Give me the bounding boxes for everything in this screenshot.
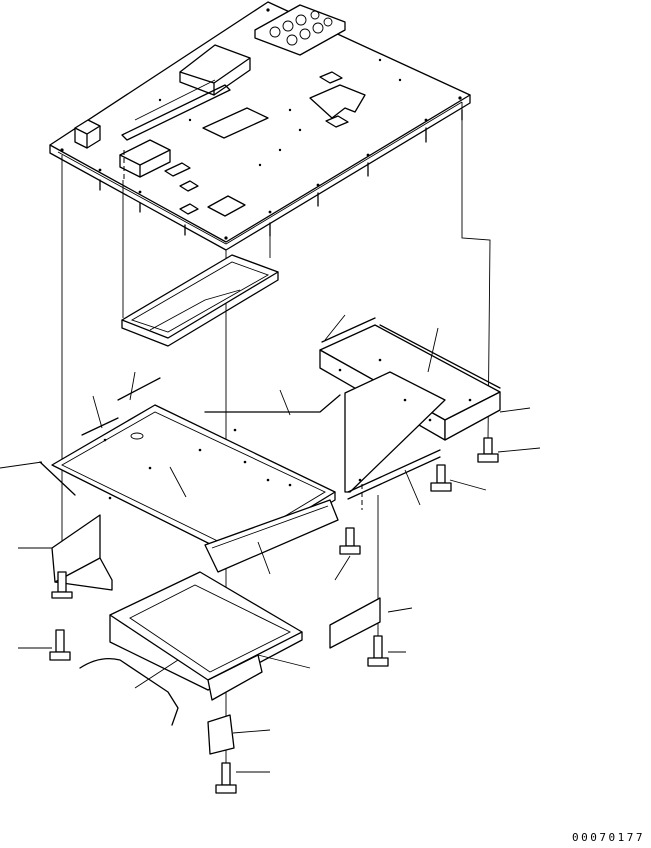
bolt-6 (430, 464, 452, 492)
bolt-4 (339, 527, 361, 555)
right-cover-plate (204, 317, 501, 500)
callout-leaders (0, 314, 541, 773)
pedal-box (119, 139, 171, 178)
bolt-7 (477, 437, 499, 463)
center-rail (204, 499, 339, 573)
opening-center (202, 107, 269, 139)
floor-plate-assembly (49, 1, 471, 251)
left-cover-plate (39, 377, 336, 563)
bolt-3 (215, 762, 237, 794)
control-housing (179, 44, 251, 96)
center-tray (121, 254, 279, 347)
bolt-2 (49, 629, 71, 661)
slot-opening (121, 84, 231, 141)
small-plate-bottom (207, 714, 235, 755)
brackets (51, 499, 381, 755)
bolt-5 (367, 635, 389, 667)
switch-panel (254, 4, 346, 56)
bolts (49, 437, 499, 794)
handle-bar (79, 657, 179, 726)
lower-tray (109, 571, 303, 681)
bolt-1 (51, 571, 73, 599)
small-plate-right (329, 597, 381, 649)
drawing-part-number: 00070177 (572, 831, 645, 844)
